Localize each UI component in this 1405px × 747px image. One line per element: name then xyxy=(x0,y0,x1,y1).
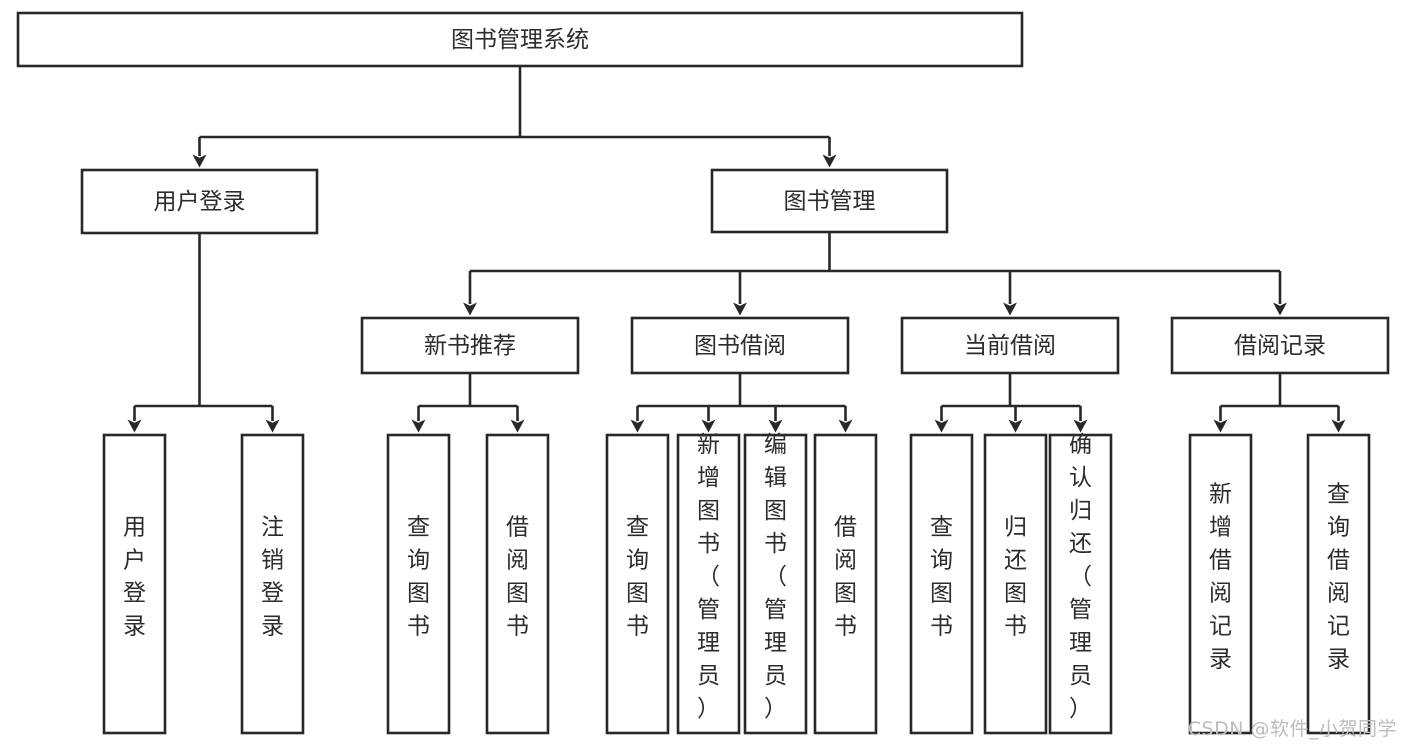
node-leaf-user-login-box[interactable] xyxy=(102,433,167,735)
node-new-book-rec[interactable]: 新书推荐 xyxy=(360,316,580,375)
node-borrow-record[interactable]: 借阅记录 xyxy=(1170,316,1390,375)
node-leaf-query-book-1[interactable]: 查询图书 xyxy=(386,433,451,735)
node-leaf-query-book-2[interactable]: 查询图书 xyxy=(605,433,670,735)
node-leaf-borrow-book-2-box[interactable] xyxy=(813,433,878,735)
node-borrow-record-box[interactable] xyxy=(1170,316,1390,375)
node-leaf-query-book-2-label: 查询图书 xyxy=(626,515,649,640)
node-leaf-add-record-box[interactable] xyxy=(1188,433,1253,735)
node-leaf-query-record-box[interactable] xyxy=(1306,433,1371,735)
node-leaf-user-login-label: 用户登录 xyxy=(123,515,146,640)
node-leaf-return-book-label: 归还图书 xyxy=(1004,515,1027,640)
node-current-borrow[interactable]: 当前借阅 xyxy=(900,316,1120,375)
node-leaf-query-book-2-box[interactable] xyxy=(605,433,670,735)
node-leaf-confirm-return[interactable]: 确认归还（管理员） xyxy=(1048,432,1113,735)
node-leaf-return-book-box[interactable] xyxy=(983,433,1048,735)
node-root-label: 图书管理系统 xyxy=(451,27,589,53)
node-current-borrow-box[interactable] xyxy=(900,316,1120,375)
node-leaf-edit-book-box[interactable] xyxy=(743,433,808,735)
node-leaf-confirm-return-label: 确认归还（管理员） xyxy=(1069,432,1092,722)
node-user-login[interactable]: 用户登录 xyxy=(80,168,319,235)
node-user-login-box[interactable] xyxy=(80,168,319,235)
node-leaf-edit-book[interactable]: 编辑图书（管理员） xyxy=(743,432,808,735)
node-leaf-borrow-book-1[interactable]: 借阅图书 xyxy=(485,433,550,735)
node-root[interactable]: 图书管理系统 xyxy=(16,11,1024,68)
node-leaf-query-record[interactable]: 查询借阅记录 xyxy=(1306,433,1371,735)
node-leaf-edit-book-label: 编辑图书（管理员） xyxy=(764,432,787,722)
node-leaf-borrow-book-2[interactable]: 借阅图书 xyxy=(813,433,878,735)
node-new-book-rec-label: 新书推荐 xyxy=(424,333,516,359)
node-root-box[interactable] xyxy=(16,11,1024,68)
node-leaf-add-book[interactable]: 新增图书（管理员） xyxy=(676,432,741,735)
node-current-borrow-label: 当前借阅 xyxy=(964,333,1056,359)
nodes-layer: 图书管理系统用户登录图书管理新书推荐图书借阅当前借阅借阅记录用户登录注销登录查询… xyxy=(16,11,1390,735)
node-book-borrow-box[interactable] xyxy=(630,316,850,375)
node-leaf-query-book-3[interactable]: 查询图书 xyxy=(909,433,974,735)
csdn-watermark: CSDN @软件_小贺同学 xyxy=(1187,718,1397,740)
node-leaf-return-book[interactable]: 归还图书 xyxy=(983,433,1048,735)
node-book-manage-box[interactable] xyxy=(710,168,949,234)
node-leaf-add-record[interactable]: 新增借阅记录 xyxy=(1188,433,1253,735)
node-leaf-query-book-3-label: 查询图书 xyxy=(930,515,953,640)
node-leaf-add-book-label: 新增图书（管理员） xyxy=(697,432,720,722)
node-leaf-user-logout-label: 注销登录 xyxy=(261,515,284,640)
connectors-layer xyxy=(127,66,1346,433)
node-leaf-query-record-label: 查询借阅记录 xyxy=(1327,482,1350,673)
node-leaf-query-book-1-label: 查询图书 xyxy=(407,515,430,640)
node-leaf-user-logout[interactable]: 注销登录 xyxy=(240,433,305,735)
node-book-borrow[interactable]: 图书借阅 xyxy=(630,316,850,375)
node-book-manage[interactable]: 图书管理 xyxy=(710,168,949,234)
node-book-manage-label: 图书管理 xyxy=(784,189,876,215)
node-leaf-add-record-label: 新增借阅记录 xyxy=(1209,482,1232,673)
node-book-borrow-label: 图书借阅 xyxy=(694,333,786,359)
node-new-book-rec-box[interactable] xyxy=(360,316,580,375)
node-borrow-record-label: 借阅记录 xyxy=(1234,333,1326,359)
node-leaf-borrow-book-1-label: 借阅图书 xyxy=(506,515,529,640)
node-leaf-add-book-box[interactable] xyxy=(676,433,741,735)
node-leaf-query-book-3-box[interactable] xyxy=(909,433,974,735)
node-leaf-confirm-return-box[interactable] xyxy=(1048,433,1113,735)
node-leaf-borrow-book-1-box[interactable] xyxy=(485,433,550,735)
node-leaf-query-book-1-box[interactable] xyxy=(386,433,451,735)
node-leaf-user-login[interactable]: 用户登录 xyxy=(102,433,167,735)
node-user-login-label: 用户登录 xyxy=(154,189,246,215)
node-leaf-user-logout-box[interactable] xyxy=(240,433,305,735)
node-leaf-borrow-book-2-label: 借阅图书 xyxy=(834,515,857,640)
